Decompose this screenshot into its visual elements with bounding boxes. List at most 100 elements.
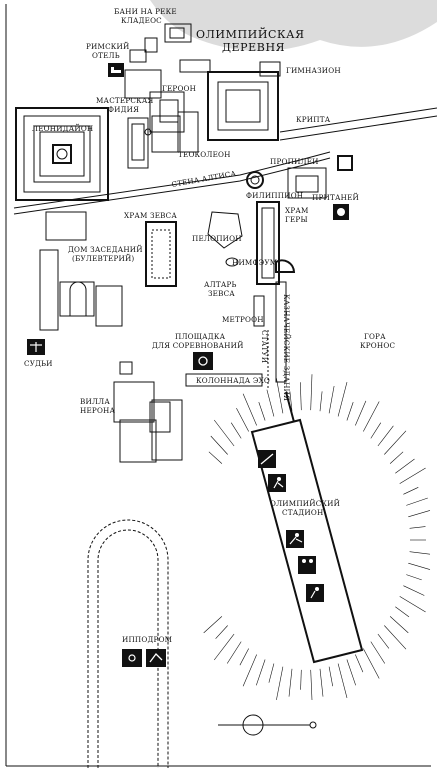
embankment-ray: [300, 669, 302, 690]
embankment-ray: [384, 625, 407, 650]
embankment-ray: [300, 382, 302, 411]
embankment-ray: [377, 633, 390, 649]
label-statues: СТАТУИ: [260, 330, 269, 363]
label-gymnasium: ГИМНАЗИОН: [286, 66, 341, 75]
megaphone-icon: [119, 361, 133, 375]
embankment-ray: [403, 585, 425, 596]
propylaea-building: [337, 155, 353, 171]
label-judges: СУДЬИ: [24, 359, 53, 368]
label-workshop-1: МАСТЕРСКАЯ: [96, 96, 154, 105]
embankment-ray: [319, 391, 323, 412]
label-roman-hotel-2: ОТЕЛЬ: [92, 51, 120, 60]
embankment-ray: [266, 389, 275, 417]
scales-icon: [27, 339, 45, 355]
embankment-ray: [395, 458, 415, 474]
label-villa-1: ВИЛЛА: [80, 397, 110, 406]
bed-icon: [108, 63, 124, 77]
label-baths-2: КЛАДЕОС: [121, 16, 162, 25]
embankment-ray: [346, 402, 354, 421]
embankment-ray: [258, 402, 266, 421]
label-competition-2: ДЛЯ СОРЕВНОВАНИЙ: [152, 341, 244, 350]
label-workshop-2: ФИДИЯ: [108, 105, 139, 114]
label-mount-1: ГОРА: [364, 332, 386, 341]
temple-hera-building: [256, 201, 280, 285]
title-olympic-village-2: ДЕРЕВНЯ: [222, 41, 285, 54]
embankment-ray: [213, 419, 235, 447]
embankment-ray: [226, 641, 242, 664]
discus-icon: [306, 584, 324, 602]
embankment-ray: [242, 393, 257, 426]
embankment-ray: [363, 401, 380, 432]
nymphaeum-building: [275, 259, 296, 273]
javelin-icon: [258, 450, 276, 468]
label-temple-hera-2: ГЕРЫ: [285, 215, 308, 224]
metroon-building: [253, 295, 265, 327]
label-temple-zeus: ХРАМ ЗЕВСА: [124, 211, 177, 220]
embankment-ray: [337, 382, 348, 417]
label-baths-1: БАНИ НА РЕКЕ: [114, 7, 177, 16]
treasuries-row: [275, 281, 287, 383]
label-philippeion: ФИЛИППИОН: [246, 191, 303, 200]
label-prytaneion: ПРИТАНЕЙ: [312, 193, 359, 202]
label-altar-1: АЛТАРЬ: [204, 280, 237, 289]
philippeion-building: [246, 171, 264, 189]
embankment-ray: [256, 659, 266, 686]
altis-wall-line-2: [13, 157, 331, 215]
embankment-ray: [276, 378, 284, 414]
label-pelopion: ПЕЛОПИОН: [192, 234, 242, 243]
prytaneion-building: [287, 167, 327, 199]
temple-zeus-building: [145, 221, 177, 287]
runner-icon: [268, 474, 286, 492]
embankment-ray: [328, 666, 333, 687]
leonidaion-building: [15, 107, 109, 201]
label-propylaea: ПРОПИЛЕИ: [270, 157, 319, 166]
workshop-building: [127, 111, 199, 169]
embankment-ray: [406, 497, 428, 506]
crypt-road: [279, 107, 437, 141]
dining-icon: [333, 204, 349, 220]
embankment-ray: [289, 391, 293, 412]
embankment-ray: [370, 641, 386, 664]
altar-zeus: [225, 257, 239, 267]
embankment-ray: [346, 659, 356, 686]
embankment-ray: [215, 625, 228, 639]
label-stadium-1: ОЛИМПИЙСКИЙ: [270, 499, 340, 508]
embankment-ray: [389, 451, 404, 464]
horn-icon: [193, 352, 213, 370]
horseman-icon: [146, 649, 166, 667]
pelopion-area: [207, 211, 243, 249]
sprinter-icon: [286, 530, 304, 548]
embankment-ray: [408, 562, 431, 570]
embankment-ray: [288, 668, 293, 697]
villa-nero-building: [113, 381, 183, 463]
label-stadium-2: СТАДИОН: [282, 508, 323, 517]
gymnasium-building: [179, 59, 281, 141]
embankment-ray: [310, 669, 313, 701]
embankment-ray: [409, 526, 426, 529]
label-leonidaion: ЛЕОНИДАЙОН: [32, 124, 93, 133]
embankment-ray: [370, 422, 382, 439]
embankment-ray: [239, 648, 249, 666]
stadium-track: [250, 418, 364, 664]
north-scale-symbol: [218, 714, 317, 736]
embankment-ray: [389, 616, 409, 634]
embankment-ray: [363, 648, 380, 679]
embankment-ray: [242, 654, 257, 687]
label-metroon: МЕТРООН: [222, 315, 264, 324]
hippodrome-track: [87, 519, 169, 768]
embankment-ray: [319, 668, 324, 697]
echo-colonnade-building: [185, 373, 263, 387]
embankment-ray: [399, 467, 426, 484]
altis-wall-line: [13, 151, 331, 209]
label-heroon: ГЕРООН: [162, 84, 196, 93]
embankment-ray: [276, 666, 284, 701]
label-bouleuterion-2: (БУЛЕВТЕРИЙ): [72, 254, 134, 263]
label-echo-colonnade: КОЛОННАДА ЭХО: [196, 376, 270, 385]
label-hippodrome: ИППОДРОМ: [122, 635, 172, 644]
embankment-ray: [328, 385, 335, 414]
embankment-ray: [310, 374, 313, 411]
label-villa-2: НЕРОНА: [80, 406, 116, 415]
stadium-embankment-rays: [203, 374, 431, 701]
